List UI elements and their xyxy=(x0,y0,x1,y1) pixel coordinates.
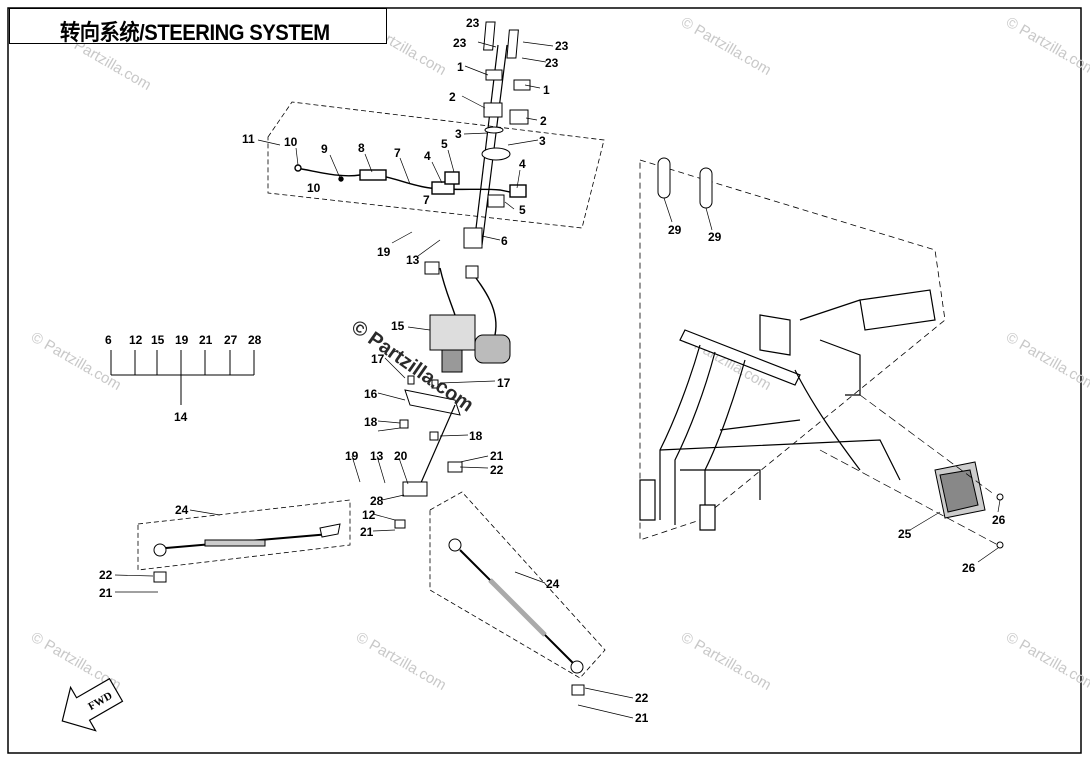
group-boxes xyxy=(137,101,946,679)
callout-label: 16 xyxy=(364,387,378,401)
callout-label: 28 xyxy=(370,494,384,508)
title-box: 转向系统/STEERING SYSTEM xyxy=(9,8,387,45)
callout-label: 22 xyxy=(635,691,649,705)
callout-label: 18 xyxy=(469,429,483,443)
group-14-item: 19 xyxy=(175,333,189,347)
group-14-total: 14 xyxy=(174,410,188,424)
watermark-layer: © Partzilla.com © Partzilla.com © Partzi… xyxy=(28,14,1090,694)
callout-label: 24 xyxy=(546,577,560,591)
callout-label: 21 xyxy=(360,525,374,539)
callout-label: 19 xyxy=(377,245,391,259)
callout-label: 19 xyxy=(345,449,359,463)
callout-label: 5 xyxy=(441,137,448,151)
callout-label: 4 xyxy=(424,149,431,163)
callout-label: 23 xyxy=(545,56,559,70)
watermark: © Partzilla.com xyxy=(678,14,774,79)
callout-label: 17 xyxy=(497,376,511,390)
group-14-item: 28 xyxy=(248,333,262,347)
callout-label: 10 xyxy=(284,135,298,149)
watermark: © Partzilla.com xyxy=(353,629,449,694)
watermark: © Partzilla.com xyxy=(1003,629,1090,694)
callout-label: 3 xyxy=(455,127,462,141)
callout-label: 29 xyxy=(708,230,722,244)
callout-label: 2 xyxy=(540,114,547,128)
group-14-item: 27 xyxy=(224,333,238,347)
right-tie-rod-box xyxy=(429,491,606,679)
callout-label: 26 xyxy=(992,513,1006,527)
callout-label: 5 xyxy=(519,203,526,217)
callouts: 23 23 23 23 1 1 2 2 3 3 11 10 10 9 8 7 7… xyxy=(99,16,1006,725)
callout-label: 21 xyxy=(635,711,649,725)
group-14-item: 6 xyxy=(105,333,112,347)
callout-label: 2 xyxy=(449,90,456,104)
eps-unit xyxy=(424,261,511,373)
callout-label: 25 xyxy=(898,527,912,541)
left-tie-rod-box xyxy=(137,499,351,571)
bracket-29 xyxy=(657,157,713,209)
callout-label: 13 xyxy=(370,449,384,463)
frame-region xyxy=(639,159,946,541)
group-14-item: 15 xyxy=(151,333,165,347)
ecu-module xyxy=(934,461,1004,549)
callout-label: 1 xyxy=(543,83,550,97)
callout-label: 4 xyxy=(519,157,526,171)
right-tie-rod xyxy=(448,538,585,696)
callout-label: 1 xyxy=(457,60,464,74)
callout-label: 15 xyxy=(391,319,405,333)
mounting-plate xyxy=(399,375,461,441)
callout-label: 23 xyxy=(453,36,467,50)
callout-label: 26 xyxy=(962,561,976,575)
diagram-frame xyxy=(7,7,1082,754)
callout-label: 10 xyxy=(307,181,321,195)
group-14-item: 12 xyxy=(129,333,143,347)
callout-label: 7 xyxy=(394,146,401,160)
callout-label: 17 xyxy=(371,352,385,366)
vehicle-frame xyxy=(639,289,936,531)
callout-label: 18 xyxy=(364,415,378,429)
callout-label: 22 xyxy=(490,463,504,477)
callout-label: 22 xyxy=(99,568,113,582)
callout-label: 21 xyxy=(490,449,504,463)
callout-label: 11 xyxy=(242,132,255,146)
callout-label: 3 xyxy=(539,134,546,148)
callout-label: 21 xyxy=(99,586,113,600)
callout-label: 9 xyxy=(321,142,328,156)
fwd-arrow: FWD xyxy=(61,677,124,732)
group-callout-14: 6 12 15 19 21 27 28 14 xyxy=(105,333,262,424)
callout-label: 23 xyxy=(555,39,569,53)
left-tie-rod xyxy=(153,523,341,583)
callout-label: 7 xyxy=(423,193,430,207)
callout-label: 23 xyxy=(466,16,480,30)
pitman-arm xyxy=(394,404,463,529)
callout-label: 8 xyxy=(358,141,365,155)
watermark: © Partzilla.com xyxy=(1003,329,1090,394)
callout-label: 13 xyxy=(406,253,420,267)
callout-label: 20 xyxy=(394,449,408,463)
callout-label: 12 xyxy=(362,508,376,522)
harness-group-box xyxy=(267,101,605,229)
leader-lines xyxy=(114,41,1001,719)
watermark: © Partzilla.com xyxy=(1003,14,1090,79)
callout-label: 6 xyxy=(501,234,508,248)
callout-label: 24 xyxy=(175,503,189,517)
steering-column xyxy=(463,21,531,249)
watermark: © Partzilla.com xyxy=(678,629,774,694)
callout-label: 29 xyxy=(668,223,682,237)
page-title: 转向系统/STEERING SYSTEM xyxy=(60,20,330,45)
group-14-item: 21 xyxy=(199,333,213,347)
